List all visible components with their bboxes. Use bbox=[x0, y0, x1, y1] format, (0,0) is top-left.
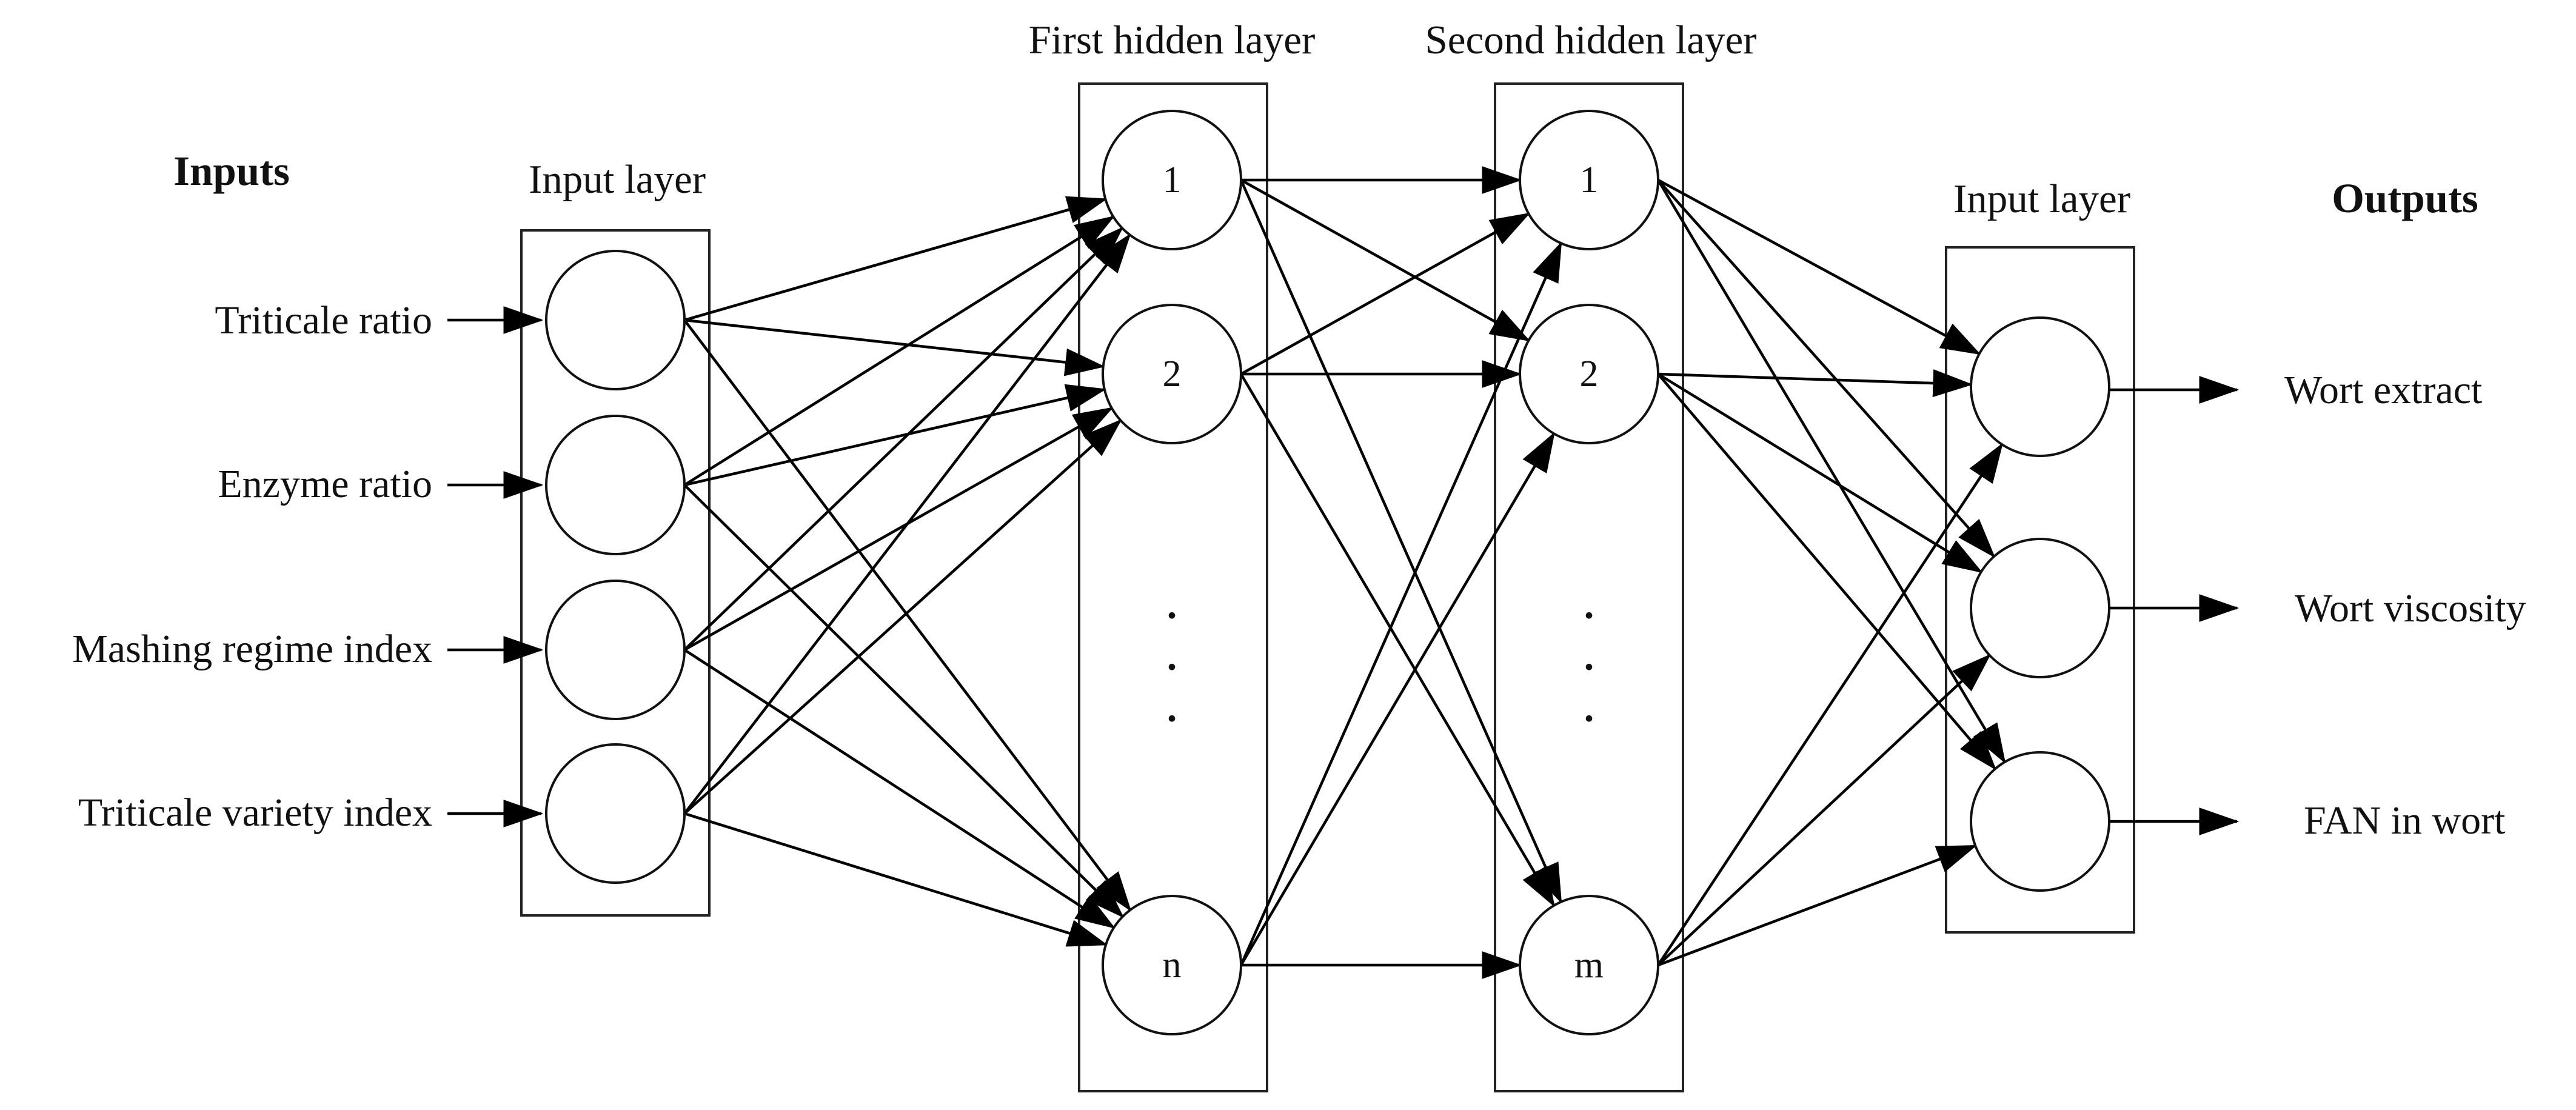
output-layer-title: Input layer bbox=[1953, 176, 2130, 221]
input-to-hidden1-edge bbox=[683, 649, 1116, 929]
input-to-hidden1-edge bbox=[683, 233, 1131, 815]
hidden2-node-2 bbox=[1519, 304, 1659, 444]
hidden2-to-output-edge bbox=[1657, 179, 1996, 558]
hidden1-node-n-label: n bbox=[1163, 945, 1182, 986]
hidden2-ellipsis: · · · bbox=[1580, 586, 1598, 749]
hidden1-to-hidden2-edge bbox=[1240, 179, 1531, 342]
output-node-3 bbox=[1970, 751, 2110, 892]
ellipsis-dot: · bbox=[1580, 586, 1598, 646]
hidden2-node-1 bbox=[1519, 110, 1659, 250]
hidden1-ellipsis: · · · bbox=[1163, 586, 1181, 749]
output-node-2 bbox=[1970, 538, 2110, 678]
input-to-hidden1-edge bbox=[683, 407, 1114, 651]
hidden1-node-n bbox=[1102, 895, 1242, 1035]
hidden1-to-hidden2-edge bbox=[1239, 179, 1562, 904]
input-to-hidden1-edge bbox=[683, 484, 1125, 918]
hidden2-to-output-edge bbox=[1657, 373, 1983, 573]
hidden1-to-hidden2-edge bbox=[1239, 241, 1562, 966]
hidden2-node-2-label: 2 bbox=[1580, 353, 1599, 395]
input-to-hidden1-edge bbox=[683, 419, 1122, 815]
input-to-hidden1-edge bbox=[683, 226, 1124, 651]
hidden1-node-2 bbox=[1102, 304, 1242, 444]
output-label-2: Wort viscosity bbox=[2295, 586, 2526, 630]
hidden2-to-output-edge bbox=[1658, 844, 1978, 967]
hidden2-to-output-edge bbox=[1657, 443, 2004, 966]
input-label-3: Mashing regime index bbox=[72, 627, 432, 671]
outputs-heading: Outputs bbox=[2332, 175, 2478, 221]
ellipsis-dot: · bbox=[1580, 689, 1598, 749]
second-hidden-layer-box bbox=[1494, 82, 1684, 1092]
input-to-hidden1-edge bbox=[684, 318, 1105, 376]
input-label-4: Triticale variety index bbox=[78, 791, 432, 835]
hidden2-node-m bbox=[1519, 895, 1659, 1035]
hidden1-node-1 bbox=[1102, 110, 1242, 250]
input-to-hidden1-edge bbox=[683, 215, 1116, 486]
output-arrows bbox=[2109, 376, 2240, 835]
input-layer-title: Input layer bbox=[529, 157, 706, 202]
input-node-1 bbox=[545, 250, 686, 390]
hidden2-node-m-label: m bbox=[1574, 945, 1604, 986]
input-node-2 bbox=[545, 415, 686, 555]
output-node-1 bbox=[1970, 316, 2110, 457]
hidden1-node-1-label: 1 bbox=[1163, 159, 1182, 201]
ellipsis-dot: · bbox=[1580, 637, 1598, 697]
first-hidden-layer-title: First hidden layer bbox=[1029, 18, 1316, 62]
output-label-1: Wort extract bbox=[2284, 368, 2482, 412]
ellipsis-dot: · bbox=[1163, 586, 1181, 646]
hidden1-to-hidden2-edge bbox=[1240, 432, 1556, 966]
hidden2-to-output-edge bbox=[1658, 369, 1973, 398]
input-label-1: Triticale ratio bbox=[215, 298, 432, 343]
input-arrows bbox=[447, 306, 544, 827]
hidden1-node-2-label: 2 bbox=[1163, 353, 1182, 395]
output-labels: Wort extract Wort viscosity FAN in wort bbox=[2284, 368, 2526, 843]
second-hidden-layer-title: Second hidden layer bbox=[1425, 18, 1757, 62]
input-node-4 bbox=[545, 743, 686, 884]
hidden2-node-1-label: 1 bbox=[1580, 159, 1599, 201]
hidden1-to-hidden2-edge bbox=[1240, 212, 1531, 375]
input-to-hidden1-edge bbox=[684, 384, 1107, 487]
connection-edges bbox=[683, 166, 2006, 979]
hidden2-to-output-edge bbox=[1657, 654, 1992, 966]
input-to-hidden1-edge bbox=[684, 196, 1108, 322]
input-to-hidden1-edge bbox=[684, 812, 1108, 947]
inputs-heading: Inputs bbox=[173, 148, 290, 194]
hidden2-to-output-edge bbox=[1657, 179, 1981, 355]
hidden2-to-output-edge bbox=[1657, 179, 2006, 764]
output-label-3: FAN in wort bbox=[2304, 798, 2505, 843]
input-label-2: Enzyme ratio bbox=[218, 462, 432, 506]
hidden1-to-hidden2-edge bbox=[1240, 373, 1556, 908]
input-node-3 bbox=[545, 580, 686, 720]
ellipsis-dot: · bbox=[1163, 689, 1181, 749]
input-labels: Triticale ratio Enzyme ratio Mashing reg… bbox=[72, 298, 432, 835]
ellipsis-dot: · bbox=[1163, 637, 1181, 697]
input-to-hidden1-edge bbox=[683, 319, 1132, 912]
